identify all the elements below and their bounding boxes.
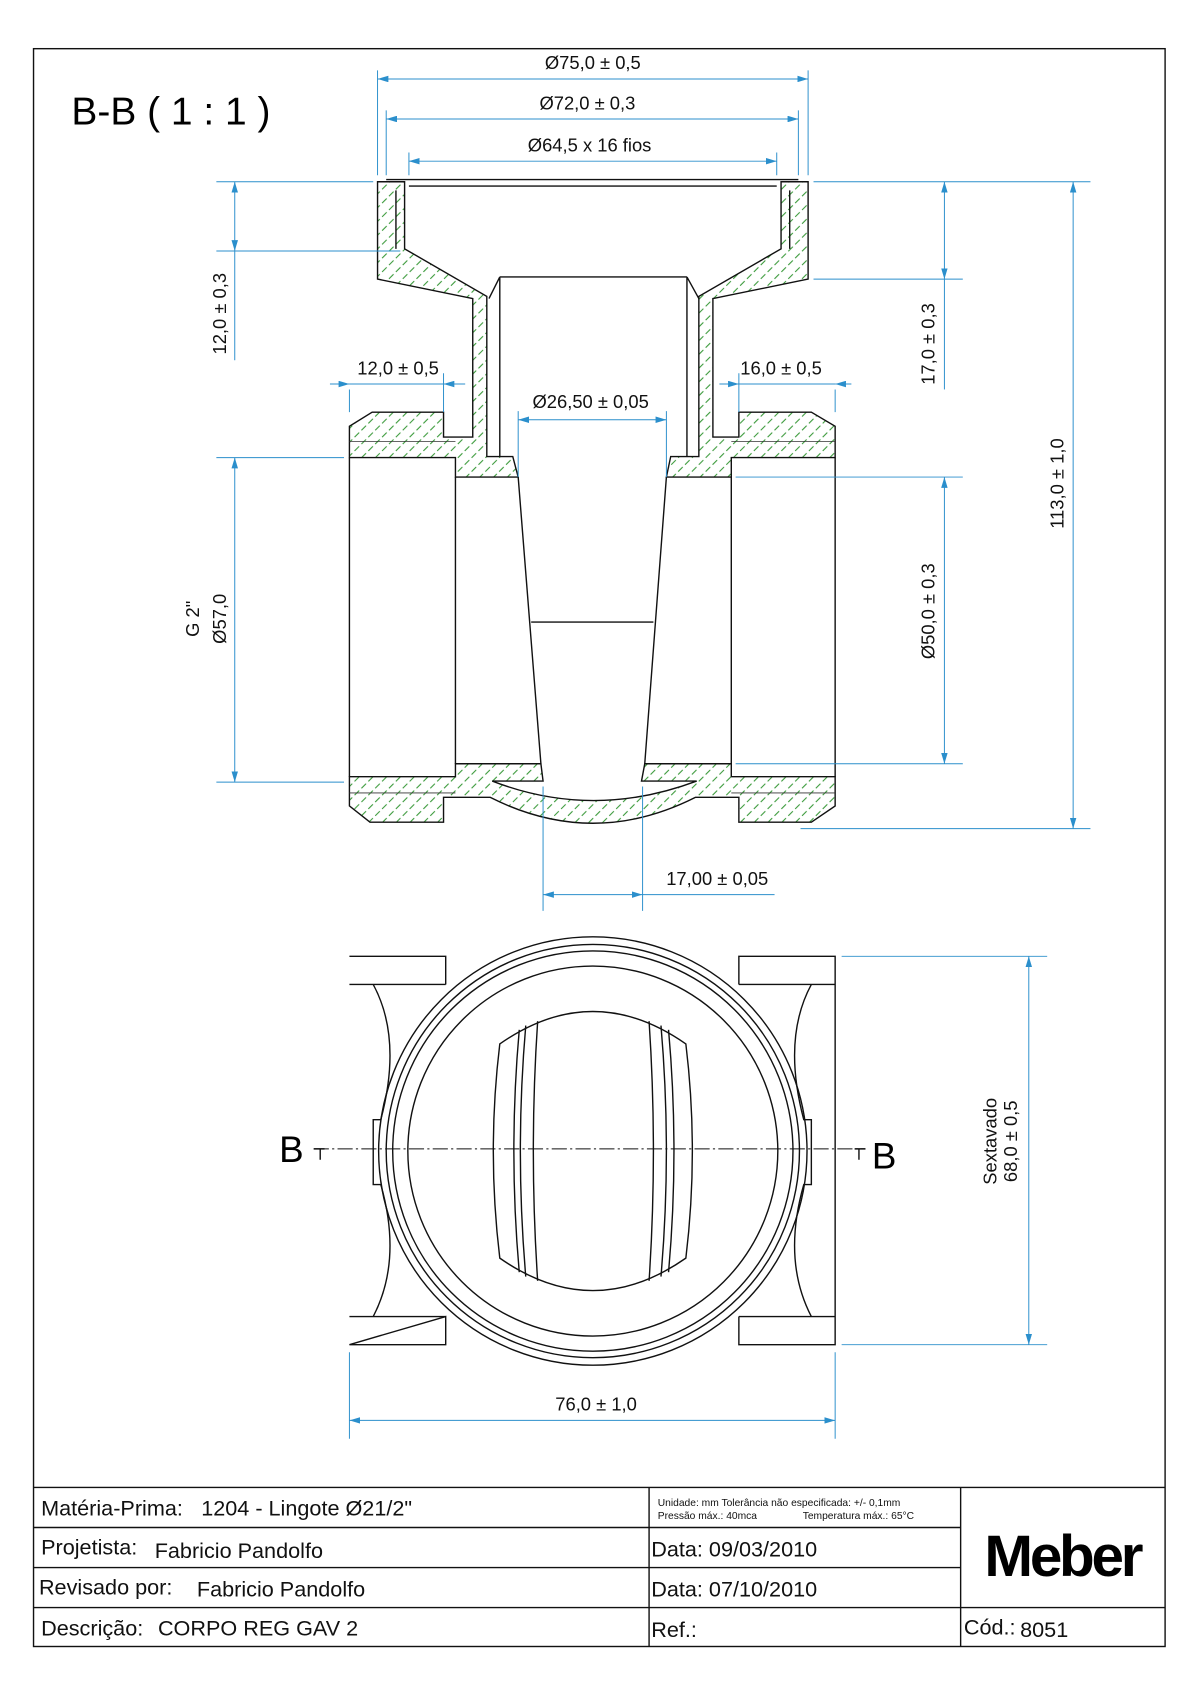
title-block: Matéria-Prima: 1204 - Lingote Ø21/2" Uni…	[33, 1486, 1166, 1647]
notes-line2b: Temperatura máx.: 65°C	[803, 1511, 915, 1522]
dimensions-section: Ø75,0 ± 0,5 Ø72,0 ± 0,3 Ø64,5 x 16 fios …	[182, 52, 1091, 911]
section-marker-left: B	[279, 1129, 304, 1170]
cod-label: Cód.:	[964, 1615, 1016, 1640]
materia-value: 1204 - Lingote Ø21/2"	[201, 1496, 412, 1521]
dim-h12: 12,0 ± 0,3	[209, 273, 230, 355]
descricao-label: Descrição:	[41, 1616, 143, 1641]
dim-d57: Ø57,0	[209, 594, 230, 644]
dim-d75: Ø75,0 ± 0,5	[545, 52, 641, 73]
dim-w76: 76,0 ± 1,0	[555, 1394, 637, 1415]
projetista-label: Projetista:	[41, 1535, 137, 1560]
dim-sext: 68,0 ± 0,5	[1000, 1100, 1021, 1182]
dim-h17: 17,0 ± 0,3	[918, 303, 939, 385]
dim-w17: 17,00 ± 0,05	[666, 868, 768, 889]
bottom-section-hatch	[348, 763, 836, 824]
dim-h113: 113,0 ± 1,0	[1046, 438, 1067, 528]
left-section-hatch	[348, 181, 520, 478]
notes-line1: Unidade: mm Tolerância não especificada:…	[658, 1498, 901, 1509]
dim-w12: 12,0 ± 0,5	[357, 357, 439, 378]
data-projeto: Data: 09/03/2010	[651, 1537, 817, 1562]
plan-view: B B	[279, 936, 897, 1366]
meber-logo: Meber	[984, 1524, 1142, 1589]
cod-value: 8051	[1020, 1617, 1068, 1642]
revisado-label: Revisado por:	[39, 1575, 172, 1600]
materia-label: Matéria-Prima:	[41, 1496, 183, 1521]
dim-d2650: Ø26,50 ± 0,05	[532, 391, 648, 412]
dim-g2: G 2"	[182, 601, 203, 637]
dim-d645: Ø64,5 x 16 fios	[528, 134, 652, 155]
projetista-value: Fabricio Pandolfo	[155, 1538, 323, 1563]
data-revisao: Data: 07/10/2010	[651, 1577, 817, 1602]
section-view	[348, 178, 836, 824]
notes-line2a: Pressão máx.: 40mca	[658, 1511, 758, 1522]
section-marker-right: B	[872, 1135, 897, 1176]
descricao-value: CORPO REG GAV 2	[158, 1616, 358, 1641]
revisado-value: Fabricio Pandolfo	[197, 1577, 365, 1602]
dim-w16: 16,0 ± 0,5	[740, 357, 822, 378]
dimensions-plan: 76,0 ± 1,0 Sextavado 68,0 ± 0,5	[348, 955, 1048, 1439]
ref-label: Ref.:	[651, 1617, 697, 1642]
drawing-frame	[32, 47, 1166, 1648]
right-section-hatch	[665, 181, 836, 478]
dim-sext-label: Sextavado	[979, 1098, 1000, 1185]
dim-d50: Ø50,0 ± 0,3	[918, 563, 939, 659]
view-title: B-B ( 1 : 1 )	[71, 90, 270, 133]
dim-d72: Ø72,0 ± 0,3	[539, 92, 635, 113]
